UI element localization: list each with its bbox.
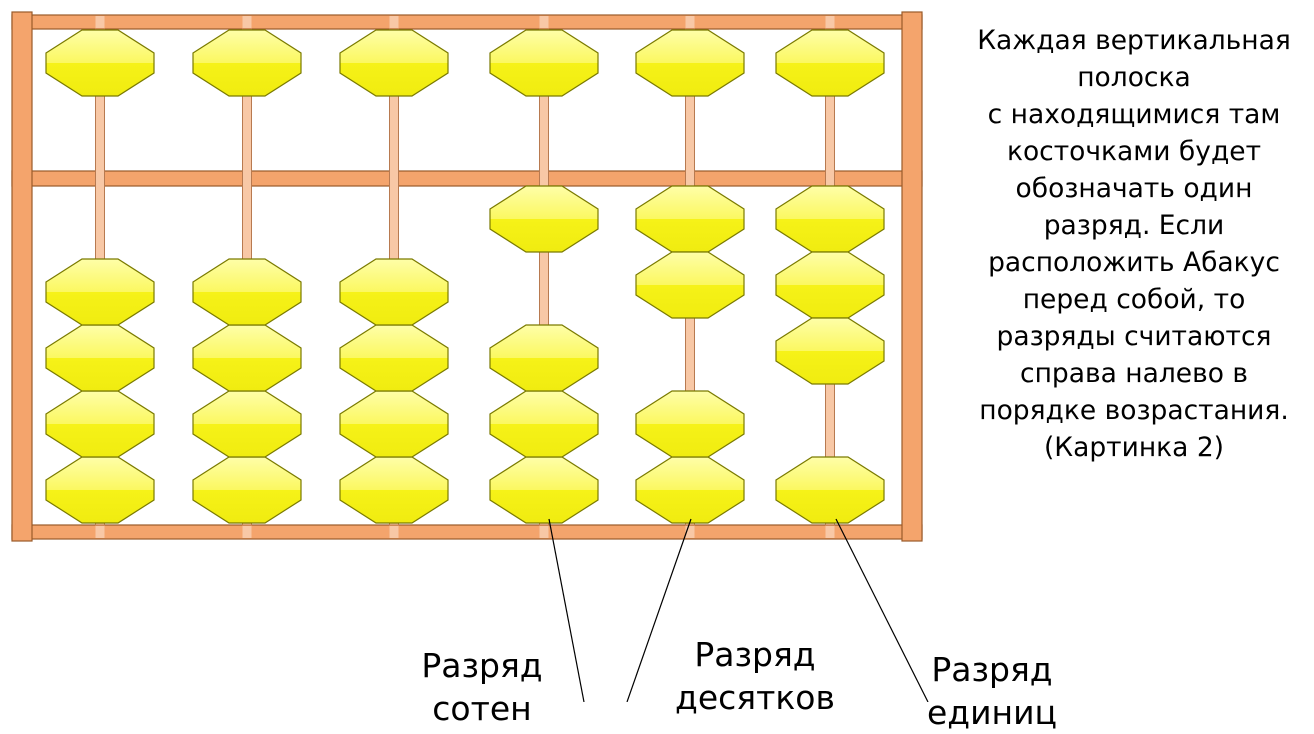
hundreds-label-line1: Разряд [421,646,543,685]
lower-bead [489,390,599,458]
upper-bead [635,29,745,97]
hundreds-place-label: Разряд сотен [412,644,552,730]
abacus-beads [45,29,885,524]
description-line: разряды считаются [996,321,1272,352]
abacus-diagram [11,11,929,702]
lower-bead [192,258,302,326]
lower-bead [45,456,155,524]
frame-top-bar [11,14,923,30]
lower-bead-raised [775,251,885,319]
rod-crossing [825,526,835,538]
upper-bead [339,29,449,97]
description-line: косточками будет [1006,136,1262,167]
units-label-line1: Разряд [931,650,1053,689]
frame-right-post [901,11,923,542]
lower-bead [45,324,155,392]
abacus-rod [539,28,549,526]
description-line: справа налево в [1020,358,1248,389]
lower-bead [45,390,155,458]
description-line: порядке возрастания. [979,395,1289,426]
lower-bead [192,456,302,524]
lower-bead [775,456,885,524]
lower-bead-raised [635,251,745,319]
lower-bead-raised [635,185,745,253]
lower-bead [489,456,599,524]
rod-crossing [539,16,549,28]
lower-bead [339,324,449,392]
lower-bead-raised [489,185,599,253]
description-line: обозначать один [1015,173,1253,204]
rod-crossing [389,526,399,538]
description-line: полоска [1077,62,1191,93]
rod-crossing [539,526,549,538]
rod-crossing [389,16,399,28]
tens-place-label: Разряд десятков [660,633,850,719]
lower-bead [339,390,449,458]
description-line: перед собой, то [1022,284,1246,315]
upper-bead [192,29,302,97]
hundreds-label-line2: сотен [432,689,532,728]
rod-crossing [685,526,695,538]
description-line: разряд. Если [1043,210,1225,241]
lower-bead [192,390,302,458]
rod-crossing [685,16,695,28]
upper-bead [775,29,885,97]
lower-bead [339,456,449,524]
lower-bead-raised [775,185,885,253]
lower-bead [489,324,599,392]
description-text: Каждая вертикальная полоска с находящими… [958,22,1310,466]
rod-crossing [242,16,252,28]
frame-divider-bar [11,170,923,187]
rod-crossing [825,16,835,28]
label-pointer-lines [548,518,929,702]
lower-bead [192,324,302,392]
units-pointer-line [835,518,929,702]
lower-bead [45,258,155,326]
upper-bead [45,29,155,97]
lower-bead [635,390,745,458]
tens-label-line1: Разряд [694,635,816,674]
tens-pointer-line [626,518,692,702]
upper-bead [489,29,599,97]
frame-bottom-bar [11,524,923,540]
description-line: Каждая вертикальная [977,25,1291,56]
lower-bead [635,456,745,524]
description-line: (Картинка 2) [1043,432,1225,463]
hundreds-pointer-line [548,518,585,702]
description-line: расположить Абакус [988,247,1280,278]
lower-bead [339,258,449,326]
rod-crossing [95,526,105,538]
description-line: с находящимися там [987,99,1281,130]
rod-crossing [95,16,105,28]
lower-bead-raised [775,317,885,385]
frame-left-post [11,11,33,542]
tens-label-line2: десятков [675,678,835,717]
units-place-label: Разряд единиц [922,648,1062,734]
rod-crossing [242,526,252,538]
units-label-line2: единиц [926,693,1058,732]
